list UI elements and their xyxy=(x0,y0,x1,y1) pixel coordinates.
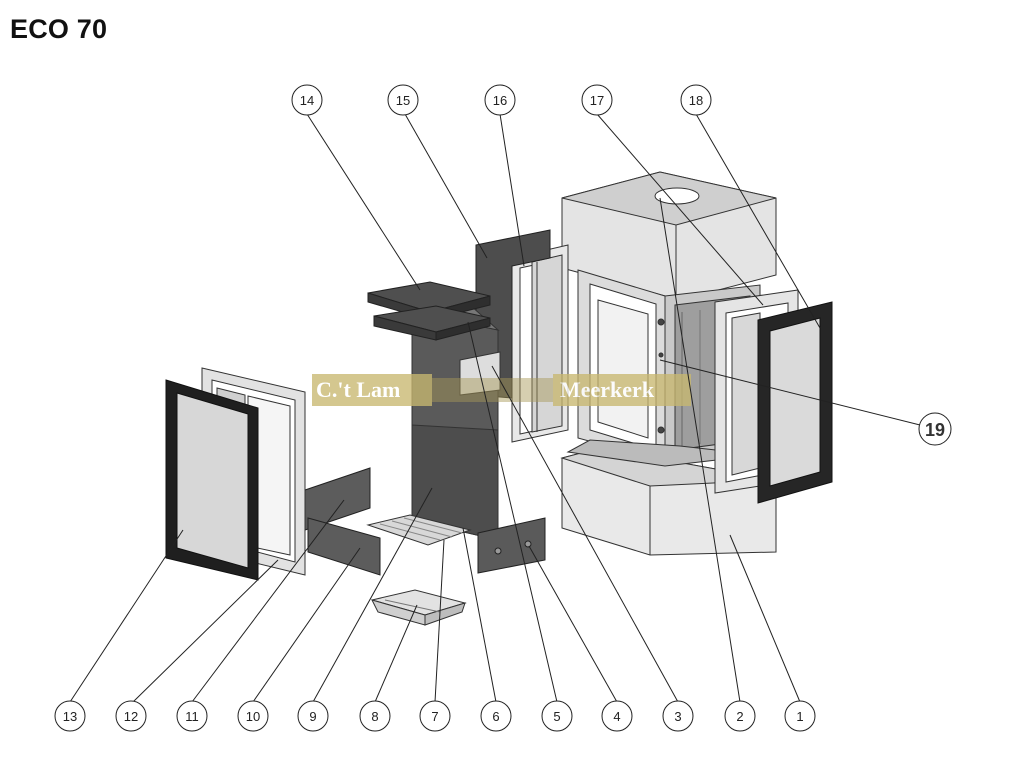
svg-text:10: 10 xyxy=(246,709,260,724)
callout-1: 1 xyxy=(784,700,816,732)
callout-14: 14 xyxy=(291,84,323,116)
svg-text:1: 1 xyxy=(796,709,803,724)
callout-15: 15 xyxy=(387,84,419,116)
svg-text:16: 16 xyxy=(493,93,507,108)
svg-text:7: 7 xyxy=(431,709,438,724)
svg-text:6: 6 xyxy=(492,709,499,724)
door-glass-13 xyxy=(165,379,259,581)
callout-17: 17 xyxy=(581,84,613,116)
callout-8: 8 xyxy=(359,700,391,732)
svg-text:17: 17 xyxy=(590,93,604,108)
callout-7: 7 xyxy=(419,700,451,732)
callout-19: 19 xyxy=(918,412,952,446)
svg-text:15: 15 xyxy=(396,93,410,108)
callouts: 14 15 16 17 18 19 13 12 11 10 9 8 7 6 5 … xyxy=(54,84,952,732)
svg-text:11: 11 xyxy=(185,709,199,724)
side-column-9 xyxy=(411,304,501,541)
callout-18: 18 xyxy=(680,84,712,116)
callout-9: 9 xyxy=(297,700,329,732)
callout-3: 3 xyxy=(662,700,694,732)
svg-text:8: 8 xyxy=(371,709,378,724)
callout-13: 13 xyxy=(54,700,86,732)
svg-text:14: 14 xyxy=(300,93,314,108)
leader-lines xyxy=(69,113,921,703)
svg-text:18: 18 xyxy=(689,93,703,108)
svg-text:13: 13 xyxy=(63,709,77,724)
ash-pan-8 xyxy=(371,589,467,626)
watermark: C.'t Lam Meerkerk xyxy=(312,374,691,406)
diagram-title: ECO 70 xyxy=(10,14,108,44)
svg-text:4: 4 xyxy=(613,709,620,724)
svg-text:2: 2 xyxy=(736,709,743,724)
callout-2: 2 xyxy=(724,700,756,732)
callout-16: 16 xyxy=(484,84,516,116)
svg-text:19: 19 xyxy=(925,420,945,440)
door-glass-18 xyxy=(757,301,833,504)
svg-text:3: 3 xyxy=(674,709,681,724)
svg-text:9: 9 xyxy=(309,709,316,724)
callout-6: 6 xyxy=(480,700,512,732)
callout-4: 4 xyxy=(601,700,633,732)
callout-10: 10 xyxy=(237,700,269,732)
side-panel-4 xyxy=(477,517,546,574)
watermark-right-text: Meerkerk xyxy=(560,377,655,402)
baffle-plates-14 xyxy=(367,281,491,341)
bricks-10-11 xyxy=(304,467,381,576)
svg-text:12: 12 xyxy=(124,709,138,724)
watermark-left-text: C.'t Lam xyxy=(316,377,400,402)
callout-5: 5 xyxy=(541,700,573,732)
callout-11: 11 xyxy=(176,700,208,732)
svg-text:5: 5 xyxy=(553,709,560,724)
door-frame-16 xyxy=(511,244,569,443)
callout-12: 12 xyxy=(115,700,147,732)
